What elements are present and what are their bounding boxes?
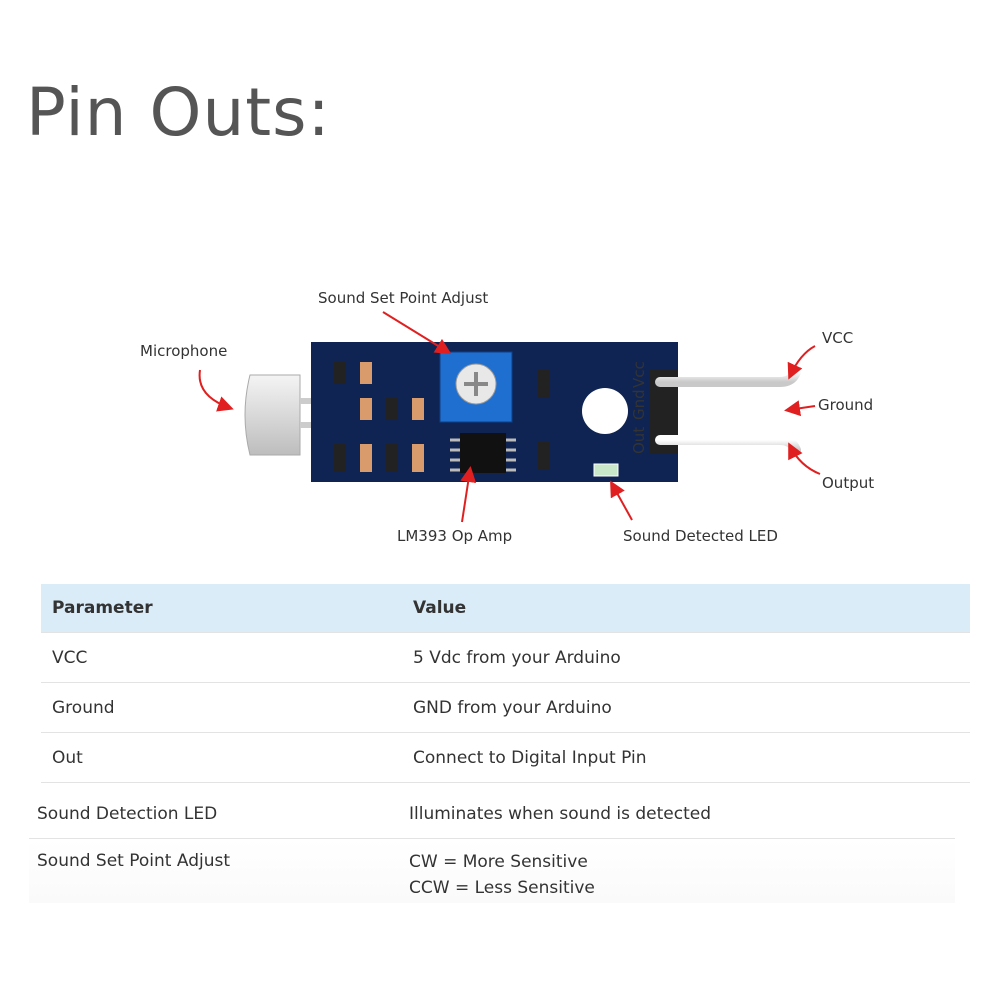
cell-value: 5 Vdc from your Arduino bbox=[413, 647, 621, 668]
microphone-capsule bbox=[244, 374, 314, 456]
sound-detected-led bbox=[593, 463, 619, 477]
cell-value: Illuminates when sound is detected bbox=[409, 804, 712, 824]
pin-label-out: Out bbox=[630, 427, 648, 454]
smd-components bbox=[334, 362, 550, 472]
sensor-module-diagram: Vcc Gnd Out Sound Set Point Adjust Micro… bbox=[140, 289, 874, 545]
cell-value: GND from your Arduino bbox=[413, 697, 612, 718]
label-lm393-op-amp: LM393 Op Amp bbox=[397, 527, 512, 545]
label-sound-set-point-adjust: Sound Set Point Adjust bbox=[318, 289, 488, 307]
callout-arrows bbox=[198, 311, 821, 523]
cell-parameter: Out bbox=[52, 747, 83, 768]
pinout-table: Parameter Value VCC 5 Vdc from your Ardu… bbox=[41, 584, 970, 783]
value-line-ccw: CCW = Less Sensitive bbox=[409, 878, 595, 898]
table-header-row: Parameter Value bbox=[41, 584, 970, 633]
label-sound-detected-led: Sound Detected LED bbox=[623, 527, 778, 545]
table-row: Ground GND from your Arduino bbox=[41, 683, 970, 733]
pin-label-gnd: Gnd bbox=[630, 389, 648, 420]
page-title: Pin Outs: bbox=[26, 74, 331, 151]
header-value: Value bbox=[413, 598, 467, 618]
table-row: Out Connect to Digital Input Pin bbox=[41, 733, 970, 783]
value-line-cw: CW = More Sensitive bbox=[409, 852, 588, 872]
cell-parameter: Ground bbox=[52, 697, 115, 718]
label-microphone: Microphone bbox=[140, 342, 227, 360]
potentiometer bbox=[439, 351, 513, 423]
label-vcc: VCC bbox=[822, 329, 853, 347]
cell-value-multiline: CW = More Sensitive CCW = Less Sensitive bbox=[409, 851, 595, 903]
table-row: Sound Detection LED Illuminates when sou… bbox=[29, 790, 955, 839]
cell-value: Connect to Digital Input Pin bbox=[413, 747, 647, 768]
label-output: Output bbox=[822, 474, 874, 492]
label-ground: Ground bbox=[818, 396, 873, 414]
table-row: Sound Set Point Adjust CW = More Sensiti… bbox=[29, 839, 955, 903]
cell-parameter: VCC bbox=[52, 647, 88, 668]
extra-table: Sound Detection LED Illuminates when sou… bbox=[29, 790, 955, 903]
pin-label-vcc: Vcc bbox=[630, 361, 648, 388]
mounting-hole bbox=[582, 388, 628, 434]
header-parameter: Parameter bbox=[52, 598, 153, 618]
cell-parameter: Sound Set Point Adjust bbox=[37, 851, 231, 871]
table-row: VCC 5 Vdc from your Arduino bbox=[41, 633, 970, 683]
header-pins bbox=[655, 367, 801, 455]
cell-parameter: Sound Detection LED bbox=[37, 804, 218, 824]
